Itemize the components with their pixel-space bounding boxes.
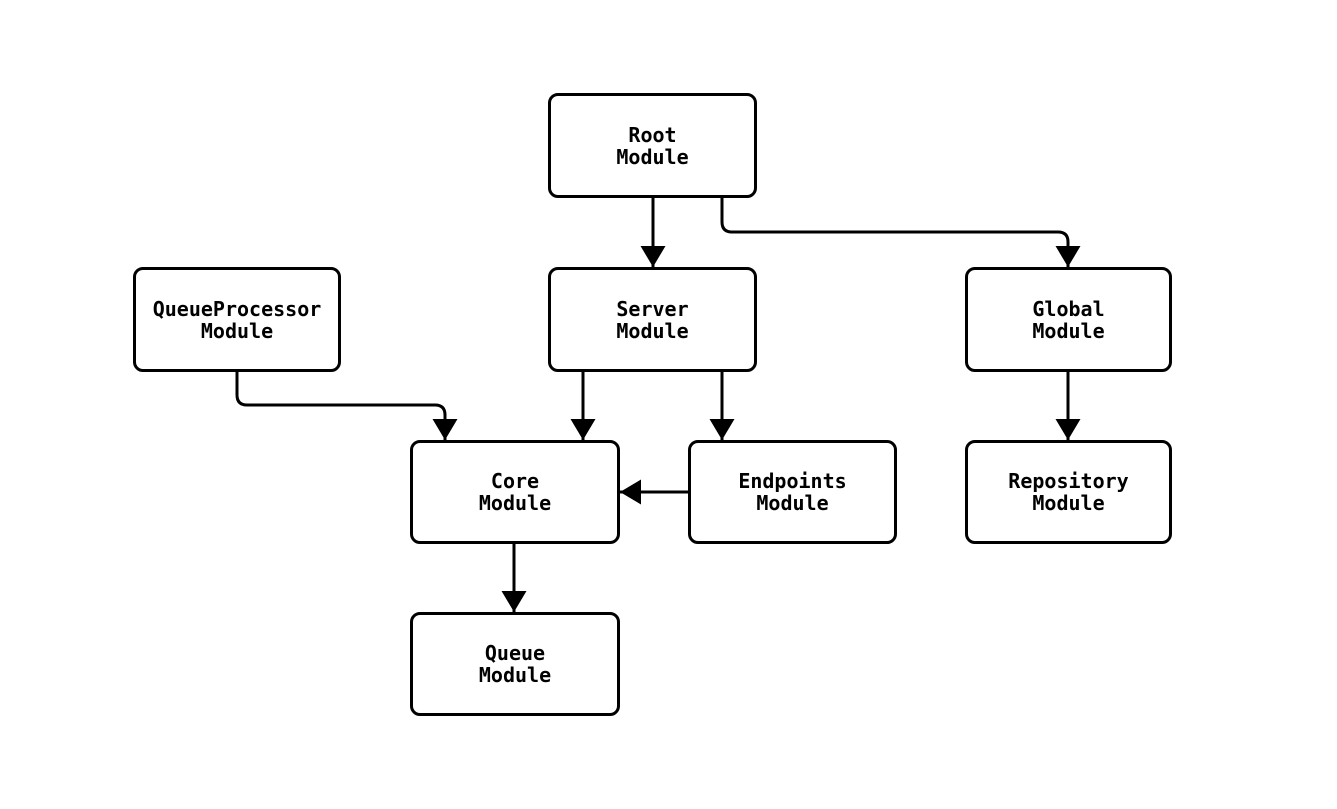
node-repository-module-name: Repository — [1008, 469, 1129, 493]
node-root-module: Root Module — [548, 93, 757, 198]
node-root-module-suffix: Module — [616, 144, 689, 169]
node-queue-module-name: Queue — [484, 641, 546, 665]
node-endpoints-module-suffix: Module — [756, 491, 829, 515]
node-queueprocessor-module: QueueProcessor Module — [133, 267, 341, 372]
node-repository-module-suffix: Module — [1032, 491, 1105, 515]
node-global-module-name: Global — [1032, 296, 1105, 321]
node-server-module-suffix: Module — [616, 318, 689, 343]
node-queueprocessor-module-name: QueueProcessor — [152, 296, 322, 321]
edge-root-to-global — [720, 198, 1081, 267]
node-server-module: Server Module — [548, 267, 757, 372]
node-core-module-suffix: Module — [478, 491, 552, 515]
edge-queueprocessor-to-core — [235, 372, 458, 440]
node-root-module-name: Root — [628, 122, 677, 147]
node-queueprocessor-module-suffix: Module — [200, 318, 274, 343]
node-repository-module: Repository Module — [965, 440, 1172, 544]
node-endpoints-module-name: Endpoints — [738, 469, 847, 493]
node-queue-module-suffix: Module — [478, 663, 552, 687]
node-global-module: Global Module — [965, 267, 1172, 372]
node-server-module-name: Server — [616, 296, 689, 321]
node-endpoints-module: Endpoints Module — [688, 440, 897, 544]
node-queue-module: Queue Module — [410, 612, 620, 716]
node-core-module: Core Module — [410, 440, 620, 544]
node-global-module-suffix: Module — [1032, 318, 1105, 343]
node-core-module-name: Core — [490, 469, 540, 493]
